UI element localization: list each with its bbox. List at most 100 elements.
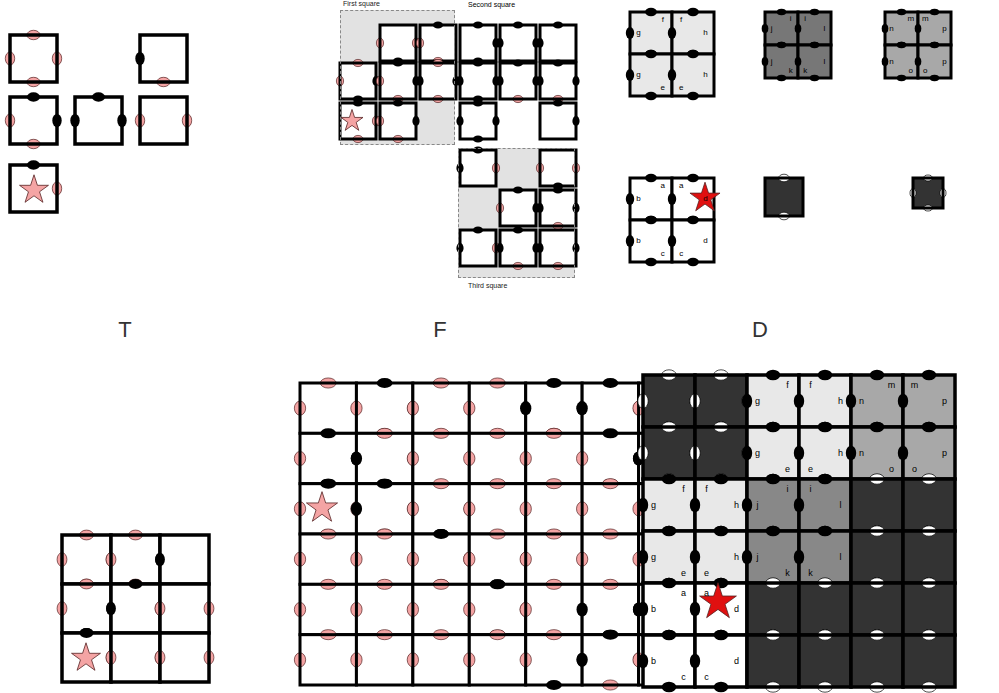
tile-face <box>420 63 456 99</box>
tile-border <box>643 583 695 635</box>
edge-letter: m <box>888 381 896 390</box>
tile-border <box>526 534 582 584</box>
panel-letter: D <box>752 319 768 341</box>
tile-border <box>851 427 903 479</box>
tile <box>496 21 539 61</box>
tile <box>633 579 701 639</box>
tile <box>903 578 955 640</box>
tile <box>882 9 918 49</box>
edge-letter: e <box>704 568 709 577</box>
tile <box>460 21 500 64</box>
tile <box>747 630 799 692</box>
tile-border <box>799 479 851 531</box>
edge-letter: h <box>734 553 739 562</box>
tile <box>135 97 191 144</box>
tile-face <box>903 635 955 687</box>
tile <box>376 59 419 102</box>
tile-face <box>300 433 356 483</box>
tile <box>910 175 946 211</box>
tile <box>5 92 61 148</box>
edge-letter: d <box>734 605 739 614</box>
tile-face <box>460 25 496 61</box>
tile-border <box>851 375 903 427</box>
tile-border <box>413 383 469 433</box>
tile <box>742 474 799 536</box>
tile <box>633 529 695 584</box>
tile-border <box>469 433 525 483</box>
tile <box>5 30 61 86</box>
tile-face <box>10 97 57 144</box>
tile-face <box>500 25 536 61</box>
tile-border <box>526 635 582 685</box>
tile-border <box>582 534 638 584</box>
edge-letter: p <box>942 449 947 458</box>
tile-border <box>300 433 356 483</box>
tile-border <box>460 25 496 61</box>
edge-letter: h <box>838 449 843 458</box>
tile-face <box>799 479 851 531</box>
tile <box>742 422 799 484</box>
tile-face <box>540 230 576 266</box>
tile-face <box>540 103 576 139</box>
tile-border <box>903 375 955 427</box>
tile-border <box>540 190 576 226</box>
tile-face <box>903 583 955 635</box>
tile-border <box>903 635 955 687</box>
tile <box>155 633 214 682</box>
edge-letter: i <box>787 485 789 494</box>
tile-face <box>160 535 209 584</box>
tile <box>10 160 62 212</box>
tile <box>851 474 903 536</box>
edge-letter: b <box>651 605 656 614</box>
tile-face <box>356 433 412 483</box>
tile-face <box>885 12 918 45</box>
tile-border <box>885 12 918 45</box>
tile-face <box>799 635 851 687</box>
tile <box>155 535 209 584</box>
tile-face <box>75 97 122 144</box>
tile <box>456 226 499 266</box>
tile-face <box>765 178 803 216</box>
tile-face <box>540 150 576 186</box>
tile <box>416 21 456 64</box>
edge-letter: a <box>681 589 686 598</box>
tile <box>536 186 579 229</box>
tile <box>456 59 499 102</box>
tile-border <box>300 534 356 584</box>
edge-letter: f <box>786 381 789 390</box>
tile-face <box>500 63 536 99</box>
tile-face <box>469 433 525 483</box>
tile-border <box>380 25 416 61</box>
tile-border <box>643 635 695 687</box>
tile-face <box>672 178 714 220</box>
tile-border <box>799 375 851 427</box>
edge-letter: p <box>942 58 946 66</box>
tile-face <box>695 583 747 635</box>
tile <box>795 42 831 82</box>
edge-letter: i <box>804 15 806 23</box>
tile <box>633 479 695 534</box>
tile <box>351 378 419 438</box>
tile <box>915 42 951 82</box>
edge-letter: l <box>824 58 826 66</box>
tile-border <box>799 427 851 479</box>
tile <box>464 378 526 433</box>
tile <box>762 9 798 49</box>
tile-face <box>918 12 951 45</box>
tile-border <box>747 531 799 583</box>
tile-face <box>582 433 638 483</box>
tile-border <box>582 635 638 685</box>
tile-face <box>918 45 951 78</box>
tile-border <box>413 584 469 634</box>
tile-border <box>500 25 536 61</box>
tile-face <box>643 427 695 479</box>
region-heading: First square <box>343 0 380 7</box>
tile-face <box>747 635 799 687</box>
tile <box>668 174 714 224</box>
tile-face <box>540 25 576 61</box>
tile-face <box>672 12 714 54</box>
tile-border <box>672 54 714 96</box>
tile-face <box>526 433 582 483</box>
tile-face <box>582 534 638 584</box>
